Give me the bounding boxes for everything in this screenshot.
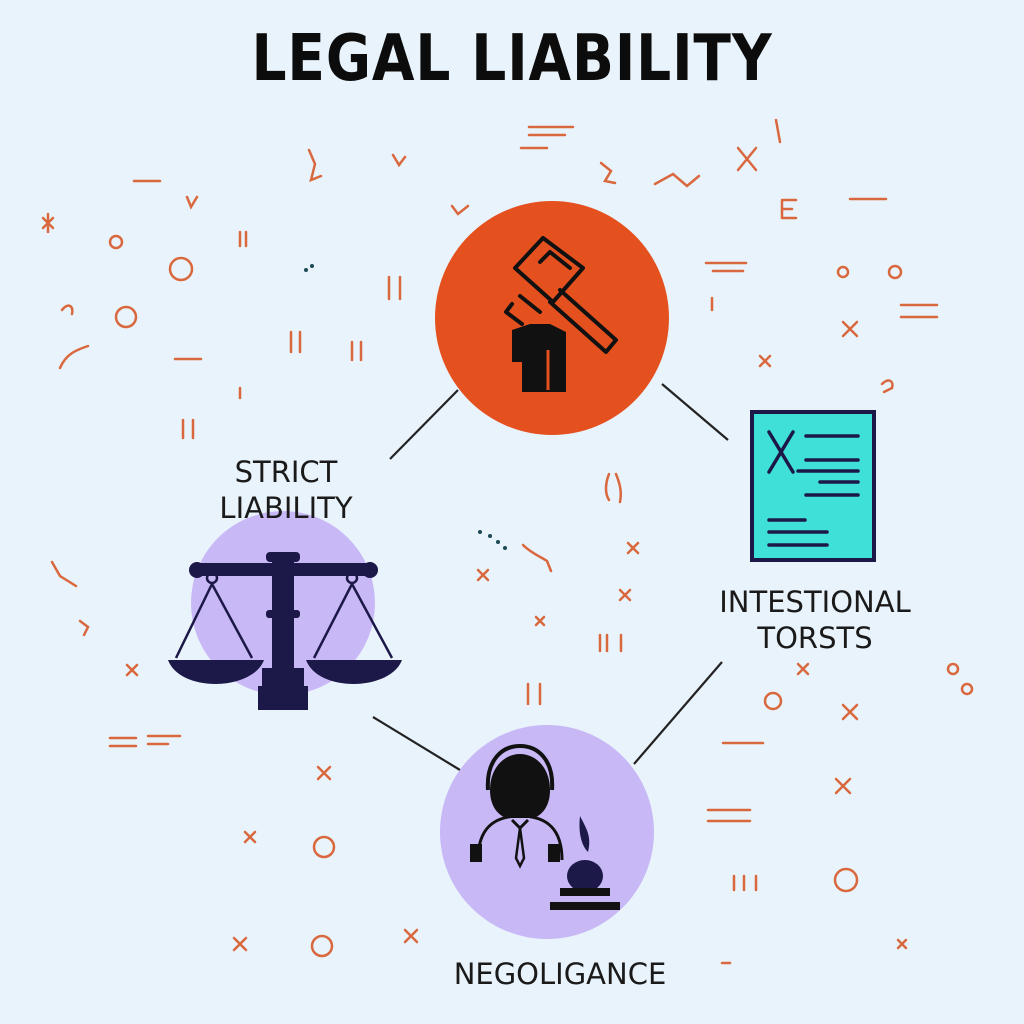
gavel-base-icon — [512, 324, 566, 392]
gavel-node — [435, 201, 669, 435]
strict-liability-label-line2: LIABILITY — [219, 491, 353, 525]
strict-liability-label: STRICT LIABILITY — [176, 454, 396, 526]
gavel-node-circle — [435, 201, 669, 435]
decorative-dark-specks — [304, 264, 507, 550]
decorative-marks — [41, 118, 974, 965]
negligence-label: NEGOLIGANCE — [453, 957, 667, 991]
negligence-node — [440, 725, 654, 939]
intentional-torts-label-line1: INTESTIONAL — [719, 585, 911, 619]
intentional-torts-node — [750, 410, 876, 562]
strict-liability-label-line1: STRICT — [234, 455, 338, 489]
connector-lines — [372, 383, 729, 771]
intentional-torts-label: INTESTIONAL TORSTS — [700, 584, 930, 656]
person-with-candle-icon — [470, 743, 620, 910]
intentional-torts-label-line2: TORSTS — [757, 621, 873, 655]
negligence-circle — [440, 725, 654, 939]
strict-liability-node — [168, 511, 402, 710]
page-title: LEGAL LIABILITY — [251, 22, 773, 96]
gavel-icon — [504, 236, 618, 354]
scales-of-justice-icon — [168, 552, 402, 710]
